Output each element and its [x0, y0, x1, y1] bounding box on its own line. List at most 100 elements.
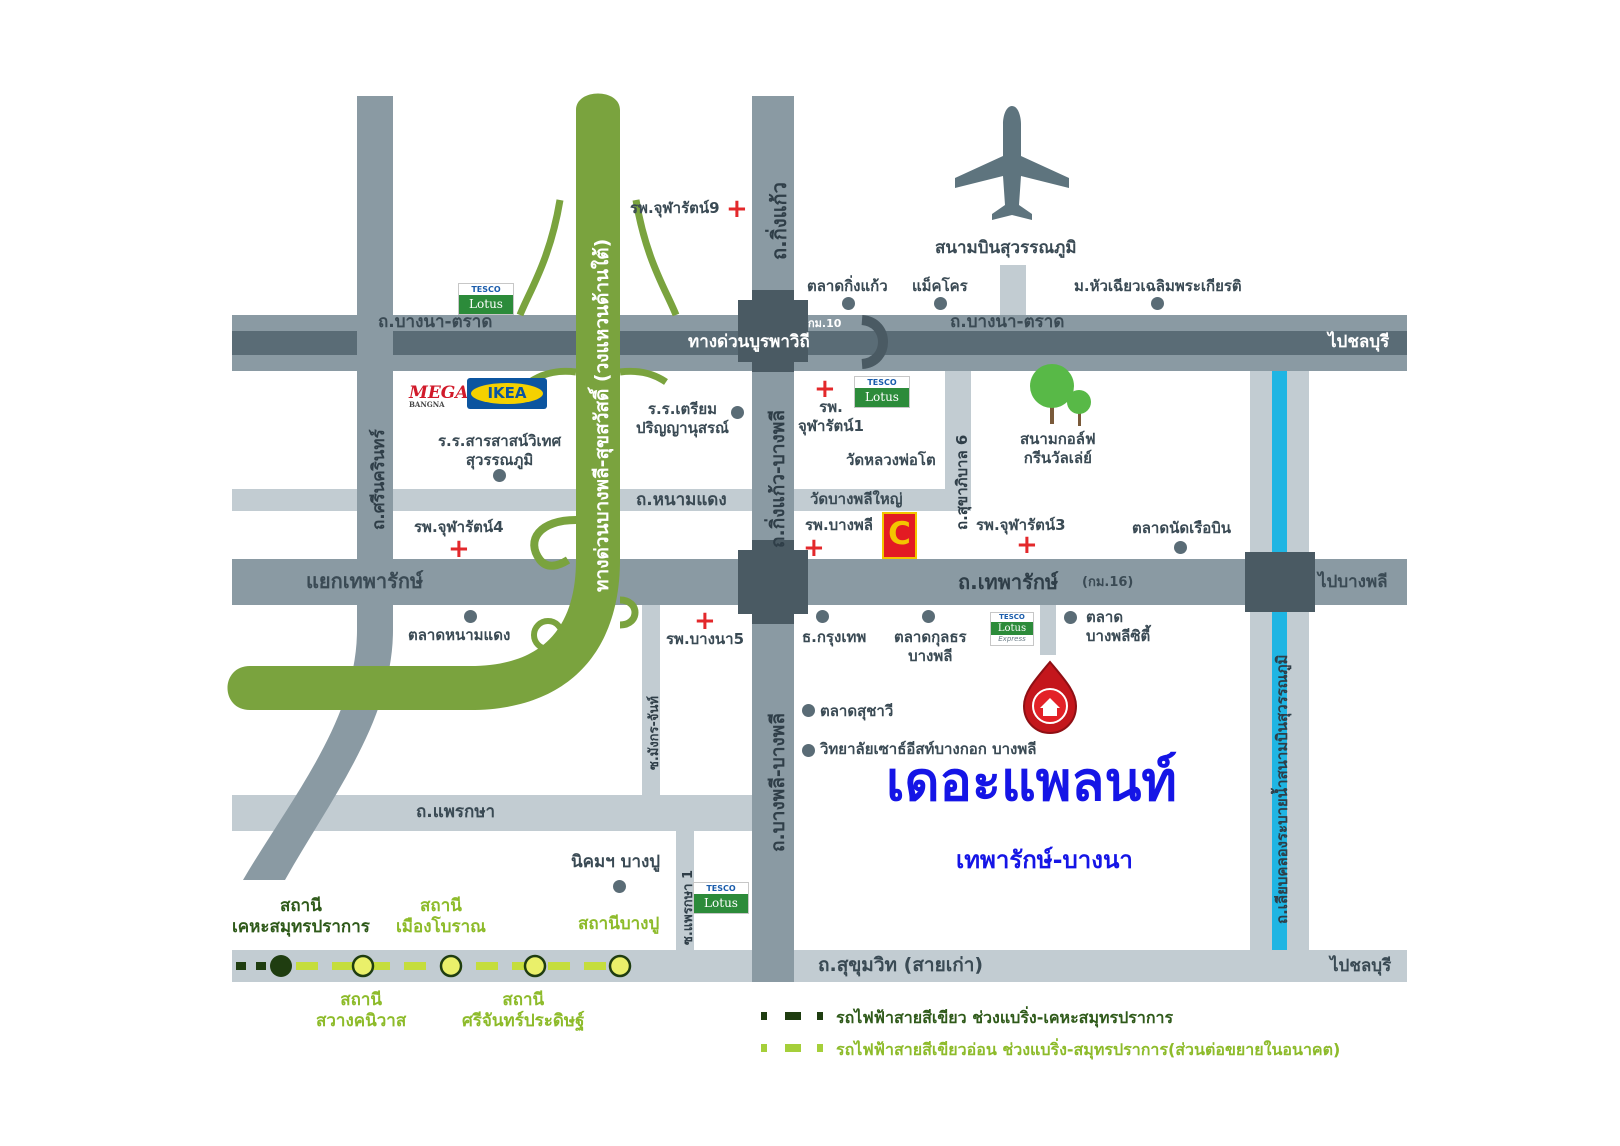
- place-talat-nam-daeng: ตลาดหนามแดง: [408, 626, 511, 644]
- big-c-logo: C: [882, 512, 917, 559]
- station-mueang-boran: สถานี เมืองโบราณ: [396, 896, 486, 938]
- tesco-lotus-express-logo: TESCO Lotus Express: [990, 612, 1034, 646]
- road-label-sukhaphiban6: ถ.สุขาภิบาล 6: [953, 434, 971, 530]
- marker-huachiew: [1151, 297, 1164, 310]
- road-label-sukhumvit: ถ.สุขุมวิท (สายเก่า): [818, 954, 984, 976]
- road-label-burapha-withi: ทางด่วนบูรพาวิถี: [688, 332, 810, 352]
- legend-dark-green-line: รถไฟฟ้าสายสีเขียว ช่วงแบริ่ง-เคหะสมุทรปร…: [836, 1008, 1174, 1027]
- station-bangpu: สถานีบางปู: [578, 914, 660, 934]
- place-school-triam: ร.ร.เตรียม ปริญญานุสรณ์: [636, 400, 729, 437]
- road-label-km10: กม.10: [808, 317, 842, 330]
- place-chularat1: รพ. จุฬารัตน์1: [798, 398, 864, 435]
- road-label-to-chonburi-bottom: ไปชลบุรี: [1330, 956, 1392, 976]
- airport-access-road: [1000, 265, 1026, 315]
- road-srinakarin: [357, 96, 393, 566]
- station-circle-icon-kheha: [270, 955, 292, 977]
- marker-st-theresa: [802, 744, 815, 757]
- place-makro: แม็คโคร: [912, 277, 968, 295]
- project-location: เทพารักษ์-บางนา: [956, 846, 1133, 874]
- tesco-lotus-logo-bangna: TESCO Lotus: [458, 283, 514, 315]
- marker-makro: [934, 297, 947, 310]
- place-talat-bangphli-city: ตลาด บางพลีซิตี้: [1086, 608, 1151, 645]
- expressway-ramp-mid-right: [619, 367, 668, 385]
- road-sukhaphiban6: [945, 371, 971, 511]
- lotus-text: Lotus: [991, 622, 1033, 635]
- legend-swatch-light-green: [761, 1044, 823, 1052]
- tesco-text: TESCO: [999, 613, 1025, 621]
- road-label-bangna-trad-left: ถ.บางนา-ตราด: [378, 312, 493, 332]
- hospital-cross-icon-chularat3: +: [1016, 530, 1038, 560]
- place-rp-bangna5: รพ.บางนา5: [666, 630, 745, 648]
- place-talat-suchawi: ตลาดสุชาวี: [820, 702, 894, 720]
- road-sukhumvit: [232, 950, 1407, 982]
- place-bangkok-bank: ธ.กรุงเทพ: [802, 628, 867, 646]
- place-chularat9: รพ.จุฬารัตน์9: [630, 199, 720, 217]
- interchange-km10-loop: [861, 315, 888, 369]
- legend-light-green-line: รถไฟฟ้าสายสีเขียวอ่อน ช่วงแบริ่ง-สมุทรปร…: [836, 1040, 1341, 1059]
- tree-trunk-small: [1078, 406, 1081, 426]
- project-access-road: [1040, 605, 1056, 655]
- tesco-text: TESCO: [471, 285, 501, 294]
- hospital-cross-icon-bangphli: +: [803, 533, 825, 563]
- place-chularat4: รพ.จุฬารัตน์4: [414, 518, 504, 536]
- expressway-loop-small: [531, 618, 565, 652]
- road-kingkaeo: [752, 96, 794, 982]
- place-nikhom-bangpu: นิคมฯ บางปู: [571, 852, 661, 872]
- place-st-theresa: วิทยาลัยเซาธ์อีสท์บางกอก บางพลี: [820, 740, 1037, 758]
- tesco-lotus-logo-kingkaeo: TESCO Lotus: [854, 376, 910, 408]
- expressway-loop-thepharak: [530, 516, 577, 570]
- home-glyph: [1040, 698, 1060, 716]
- road-label-yaek-thepharak: แยกเทพารักษ์: [306, 569, 424, 593]
- road-label-phraeksa: ถ.แพรกษา: [416, 802, 496, 822]
- marker-bangkok-bank: [816, 610, 829, 623]
- airplane-icon: [955, 106, 1069, 220]
- marker-talat-suchawi: [802, 704, 815, 717]
- expressway-green: [227, 93, 620, 710]
- tree-icon-small: [1067, 390, 1091, 414]
- marker-nikhom-bangpu: [613, 880, 626, 893]
- station-circle-icon-bangpu: [608, 954, 632, 978]
- road-label-thepharak-km: (กม.16): [1082, 575, 1134, 590]
- road-label-mangkorn-chan: ซ.มังกร-จันท์: [647, 695, 662, 770]
- ikea-logo: IKEA: [467, 378, 547, 409]
- hospital-cross-icon-bangna5: +: [694, 606, 716, 636]
- legend-swatch-dark-green: [761, 1012, 823, 1020]
- road-label-srinakarin: ถ.ศรีนครินทร์: [369, 429, 389, 530]
- road-label-kingkaeo: ถ.กิ่งแก้ว: [767, 182, 791, 260]
- road-label-nam-daeng: ถ.หนามแดง: [636, 490, 727, 510]
- road-label-bangphli-bangphli: ถ.บางพลี-บางพลี: [767, 713, 789, 852]
- place-chularat3: รพ.จุฬารัตน์3: [976, 516, 1066, 534]
- road-canal-left: [1250, 371, 1272, 950]
- marker-talat-kulson: [922, 610, 935, 623]
- station-circle-icon-mueang-boran: [439, 954, 463, 978]
- mega-text: MEGA: [409, 383, 469, 403]
- project-name: เดอะแพลนท์: [886, 750, 1177, 813]
- hospital-cross-icon-chularat1: +: [814, 374, 836, 404]
- hospital-cross-icon-chularat4: +: [448, 534, 470, 564]
- place-wat-bangphli-yai: วัดบางพลีใหญ่: [810, 490, 903, 508]
- place-talat-nat-ruea-bin: ตลาดนัดเรือบิน: [1132, 519, 1232, 537]
- marker-talat-bangphli-city: [1064, 611, 1077, 624]
- place-golf: สนามกอล์ฟ กรีนวัลเล่ย์: [1020, 430, 1096, 467]
- road-srinakarin-curve: [243, 566, 393, 880]
- marker-talat-kingkaeo: [842, 297, 855, 310]
- station-srichan: สถานี ศรีจันทร์ประดิษฐ์: [462, 990, 585, 1032]
- lotus-text: Lotus: [855, 388, 909, 407]
- lotus-text: Lotus: [694, 894, 748, 913]
- express-text: Express: [998, 635, 1026, 643]
- road-canal-right: [1287, 371, 1309, 950]
- interchange-kingkaeo-bangna: [738, 290, 808, 372]
- place-wat-luang-pho-to: วัดหลวงพ่อโต: [846, 451, 936, 469]
- road-label-to-bangphli: ไปบางพลี: [1318, 572, 1388, 592]
- road-phraekrsa1: [676, 831, 694, 950]
- road-label-canal: ถ.เลียบคลองระบายน้ำสนามบินสุวรรณภูมิ: [1273, 654, 1291, 924]
- mega-sub-text: BANGNA: [409, 400, 445, 409]
- station-circle-icon-srichan: [523, 954, 547, 978]
- place-talat-kingkaeo: ตลาดกิ่งแก้ว: [807, 277, 888, 295]
- ikea-text: IKEA: [471, 383, 543, 404]
- road-label-to-chonburi-top: ไปชลบุรี: [1328, 332, 1390, 352]
- expressway-ramp-top-left: [516, 199, 564, 317]
- road-label-thepharak: ถ.เทพารักษ์: [958, 570, 1059, 594]
- road-label-bangna-trad-right: ถ.บางนา-ตราด: [950, 312, 1065, 332]
